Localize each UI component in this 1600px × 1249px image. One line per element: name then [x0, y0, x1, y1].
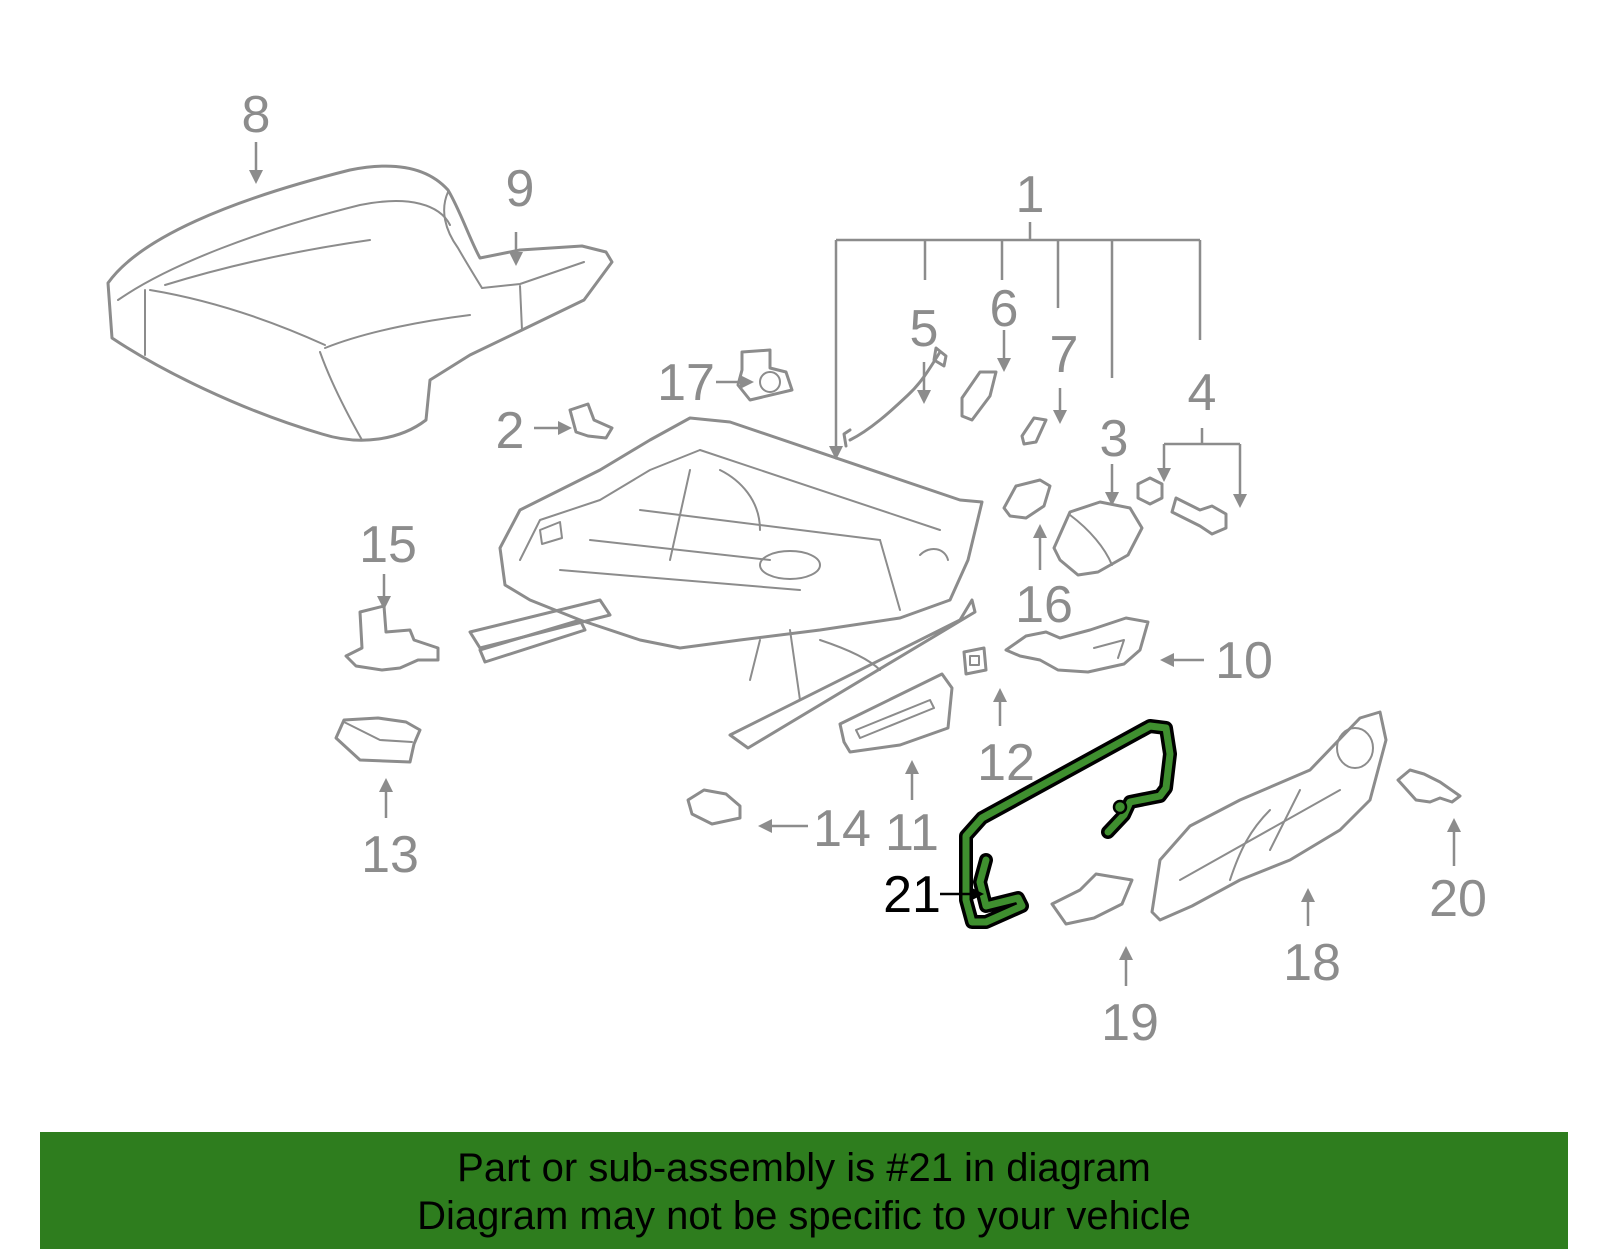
- callout-11: 11: [885, 804, 939, 862]
- callout-9: 9: [506, 160, 535, 218]
- part-8-seat-cushion: [106, 164, 614, 442]
- part-7-clip: [1020, 416, 1048, 446]
- part-18-side-panel: [1150, 710, 1388, 922]
- callout-19: 19: [1101, 994, 1159, 1052]
- part-15-bracket: [344, 604, 440, 672]
- part-5-cable: [842, 346, 948, 448]
- part-12-nut: [962, 646, 988, 676]
- callout-17: 17: [657, 354, 715, 412]
- part-19-bracket: [1050, 872, 1134, 926]
- callout-14: 14: [813, 800, 871, 858]
- part-16-bracket: [1002, 478, 1052, 520]
- part-14-clip: [686, 788, 742, 826]
- callout-2: 2: [496, 402, 525, 460]
- part-6-cover: [960, 370, 998, 422]
- part-17-clip: [736, 348, 794, 402]
- callout-7: 7: [1050, 326, 1079, 384]
- banner-part-text: Part or sub-assembly is #21 in diagram: [457, 1146, 1151, 1190]
- part-11-trim: [838, 672, 954, 754]
- callout-21[interactable]: 21: [883, 866, 941, 924]
- part-20-clip: [1396, 768, 1462, 804]
- part-3-motor: [1052, 500, 1144, 577]
- part-21-wire-frame[interactable]: [959, 719, 1177, 929]
- part-4-nut-bolt: [1136, 476, 1228, 536]
- info-banner: Part or sub-assembly is #21 in diagram D…: [40, 1132, 1568, 1249]
- banner-disclaimer-text: Diagram may not be specific to your vehi…: [417, 1194, 1191, 1238]
- callout-18: 18: [1283, 934, 1341, 992]
- callout-labels: 8 9 1 5 6 7 3 4 17 2 16 15 10 12 11 13 1…: [242, 86, 1487, 1052]
- part-13-cover: [334, 716, 422, 764]
- callout-5: 5: [910, 300, 939, 358]
- callout-13: 13: [361, 826, 419, 884]
- part-1-seat-frame: [468, 416, 984, 750]
- callout-1: 1: [1016, 166, 1045, 224]
- callout-3: 3: [1100, 410, 1129, 468]
- callout-4: 4: [1188, 364, 1217, 422]
- part-2-fastener: [568, 402, 614, 440]
- callout-12: 12: [977, 734, 1035, 792]
- callout-16: 16: [1015, 576, 1073, 634]
- callout-15: 15: [359, 516, 417, 574]
- callout-10: 10: [1215, 632, 1273, 690]
- callout-8: 8: [242, 86, 271, 144]
- callout-20: 20: [1429, 870, 1487, 928]
- callout-6: 6: [990, 280, 1019, 338]
- callout-leaders: [249, 142, 1461, 986]
- part-10-bracket: [1004, 616, 1150, 674]
